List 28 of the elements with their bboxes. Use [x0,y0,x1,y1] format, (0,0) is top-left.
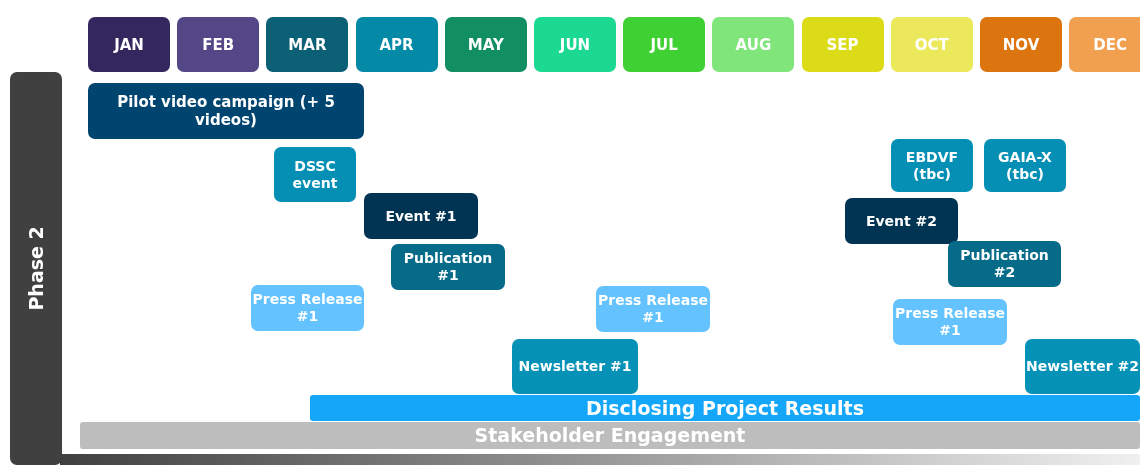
month-header: JAN [88,17,170,72]
activity-box: Press Release #1 [251,285,364,331]
activity-box: Press Release #1 [893,299,1007,345]
activity-box: Event #2 [845,198,958,244]
month-header: DEC [1069,17,1140,72]
activity-box: Publication #2 [948,241,1061,287]
month-header: NOV [980,17,1062,72]
month-header: JUL [623,17,706,72]
activity-box: Press Release #1 [596,286,710,332]
activity-box: GAIA-X (tbc) [984,139,1066,192]
month-header: OCT [890,17,973,72]
phase-band: Phase 2 [10,72,62,465]
activity-box: Event #1 [364,193,478,239]
month-header: MAY [444,17,527,72]
month-header: SEP [801,17,884,72]
activity-box: Newsletter #2 [1025,339,1140,394]
activity-bar: Pilot video campaign (+ 5 videos) [88,83,364,139]
activity-box: DSSC event [274,147,356,202]
month-header: AUG [712,17,795,72]
activity-bar: Stakeholder Engagement [80,422,1140,449]
activity-box: Newsletter #1 [512,339,638,394]
activity-box: EBDVF (tbc) [891,139,973,192]
activity-bar: Disclosing Project Results [310,395,1140,421]
month-header: JUN [534,17,616,72]
month-header: MAR [266,17,349,72]
month-header: FEB [177,17,260,72]
activity-box: Publication #1 [391,244,505,290]
month-header: APR [355,17,438,72]
